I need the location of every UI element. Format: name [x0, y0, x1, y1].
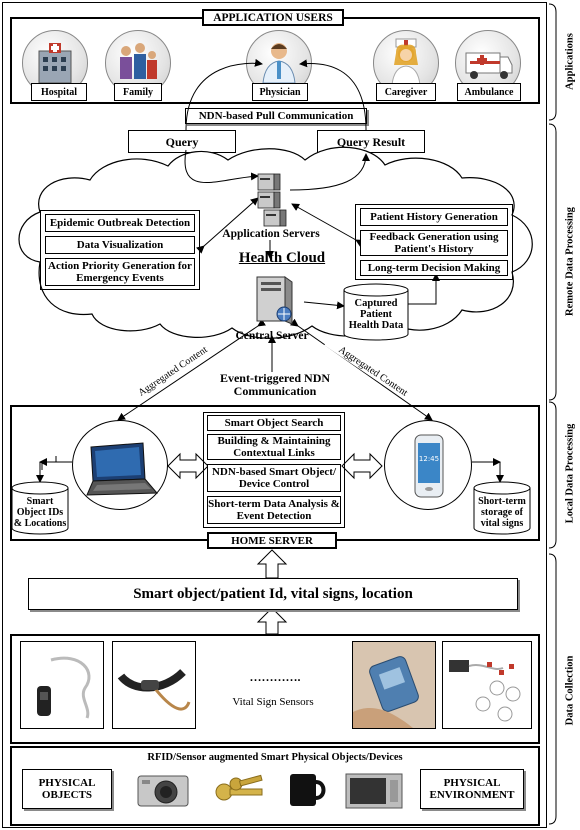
- query-box: Query: [128, 130, 236, 153]
- short-term-storage-label: Short-term storage of vital signs: [478, 496, 526, 529]
- data-visualization-box: Data Visualization: [45, 236, 195, 254]
- central-server-label: Central Server: [235, 330, 309, 342]
- application-servers-icon: [255, 172, 287, 230]
- vital-sign-sensors-label: Vital Sign Sensors: [232, 696, 314, 708]
- glucose-meter-sensor-image: [352, 641, 436, 729]
- application-servers-label: Application Servers: [222, 228, 320, 240]
- captured-data-label: Captured Patient Health Data: [348, 298, 404, 331]
- user-label-caregiver: Caregiver: [376, 83, 436, 101]
- user-label-physician: Physician: [252, 83, 308, 101]
- smart-object-search-box: Smart Object Search: [207, 415, 341, 431]
- sensors-frame: [10, 634, 540, 744]
- chest-strap-sensor-image: [112, 641, 196, 729]
- physical-objects-frame: [10, 746, 540, 826]
- pulse-oximeter-sensor-image: [20, 641, 104, 729]
- sensor-dots: ………….: [249, 670, 301, 684]
- user-label-family: Family: [114, 83, 162, 101]
- application-users-title: APPLICATION USERS: [202, 9, 344, 26]
- health-cloud-title: Health Cloud: [238, 250, 326, 266]
- home-server-label: HOME SERVER: [207, 532, 337, 549]
- smartphone-icon: 12:45: [384, 420, 472, 510]
- right-boxes-frame: [355, 204, 513, 280]
- feedback-generation-box: Feedback Generation using Patient's Hist…: [360, 230, 508, 256]
- user-label-ambulance: Ambulance: [457, 83, 521, 101]
- outer-frame: [2, 2, 547, 828]
- central-server-icon: [254, 274, 296, 326]
- mug-icon: [286, 770, 326, 810]
- long-term-decision-box: Long-term Decision Making: [360, 260, 508, 276]
- short-term-analysis-box: Short-term Data Analysis & Event Detecti…: [207, 496, 341, 524]
- physical-objects-box: PHYSICAL OBJECTS: [22, 769, 112, 809]
- svg-text:12:45: 12:45: [419, 455, 439, 463]
- action-priority-box: Action Priority Generation for Emergency…: [45, 258, 195, 286]
- smart-object-ids-label: Smart Object IDs & Locations: [13, 496, 67, 529]
- contextual-links-box: Building & Maintaining Contextual Links: [207, 434, 341, 460]
- keys-icon: [212, 772, 268, 808]
- user-label-hospital: Hospital: [31, 83, 87, 101]
- left-boxes-frame: [40, 210, 200, 290]
- ecg-leads-sensor-image: [442, 641, 532, 729]
- microwave-icon: [344, 772, 404, 810]
- event-triggered-label: Event-triggered NDN Communication: [200, 372, 350, 398]
- camera-icon: [136, 768, 192, 810]
- laptop-icon: [72, 420, 168, 510]
- physical-devices-title: RFID/Sensor augmented Smart Physical Obj…: [147, 752, 403, 763]
- patient-history-box: Patient History Generation: [360, 208, 508, 226]
- physical-environment-box: PHYSICAL ENVIRONMENT: [420, 769, 524, 809]
- epidemic-outbreak-box: Epidemic Outbreak Detection: [45, 214, 195, 232]
- device-control-box: NDN-based Smart Object/ Device Control: [207, 464, 341, 492]
- local-boxes-frame: [203, 412, 345, 528]
- data-stream-box: Smart object/patient Id, vital signs, lo…: [28, 578, 518, 610]
- pull-communication-label: NDN-based Pull Communication: [185, 108, 367, 124]
